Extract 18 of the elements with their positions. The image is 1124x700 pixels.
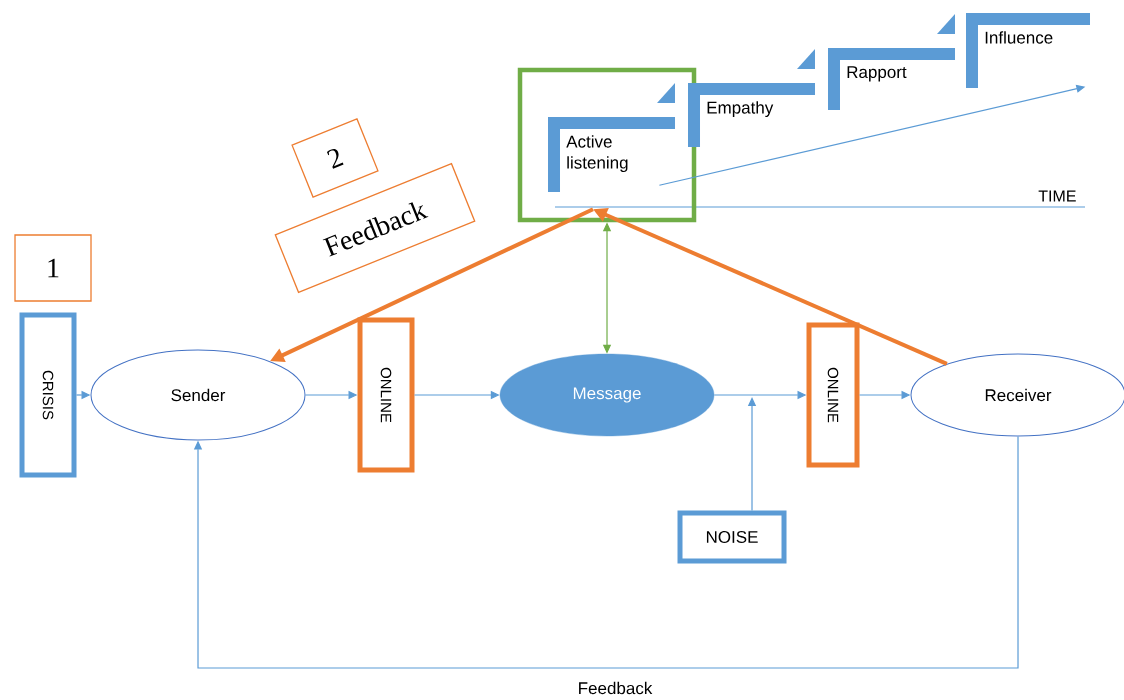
frame-box — [517, 67, 697, 223]
node-label: Influence — [985, 31, 1053, 44]
label-box: NOISE — [677, 510, 787, 564]
step-block: Rapport — [828, 14, 955, 110]
step-block: Empathy — [688, 49, 815, 147]
axis-label: TIME — [1038, 190, 1076, 202]
step-block: Active listening — [548, 83, 675, 192]
tilted-box: 2 — [291, 118, 379, 198]
step-block: Influence — [966, 13, 1090, 88]
arrow — [193, 435, 1019, 669]
node-label: Empathy — [707, 101, 774, 118]
node-label: Active listening — [566, 135, 628, 173]
label-box: ONLINE — [806, 322, 860, 468]
node-label: Rapport — [847, 66, 907, 82]
number-box: 1 — [14, 234, 92, 302]
edge-label: Feedback — [576, 680, 654, 696]
label-box: ONLINE — [357, 317, 415, 473]
label-box: CRISIS — [19, 312, 77, 478]
